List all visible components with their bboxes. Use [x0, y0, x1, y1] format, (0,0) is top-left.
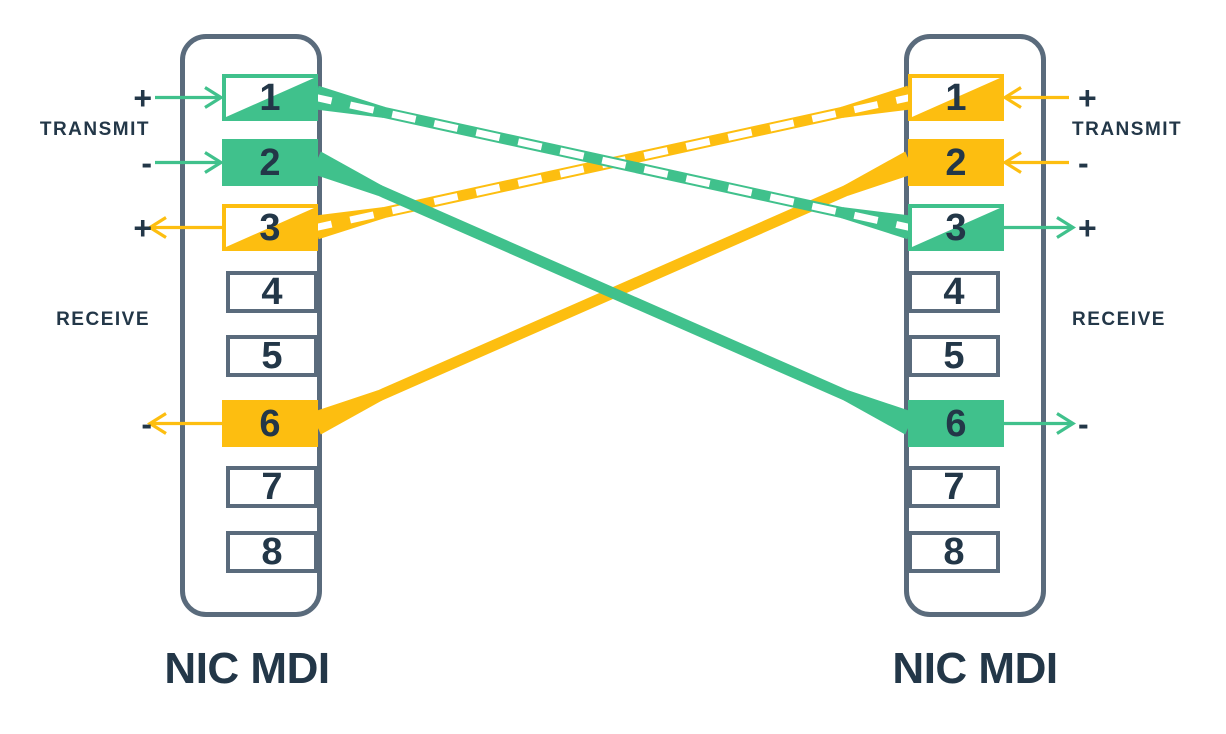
receive-label-right: RECEIVE — [1072, 309, 1166, 330]
pin-left-7: 7 — [226, 466, 318, 508]
pin-number: 6 — [945, 402, 967, 445]
pin-number: 1 — [259, 76, 281, 119]
pin-stripe-triangle — [912, 78, 1000, 117]
pin-number: 5 — [261, 335, 283, 377]
right-pin1-sign: + — [1078, 79, 1097, 116]
transmit-label-right: TRANSMIT — [1072, 119, 1183, 140]
pin-number: 5 — [943, 335, 965, 377]
nic-mdi-connector-right — [904, 34, 1046, 617]
right-pin3-sign: + — [1078, 209, 1097, 246]
connector-title-right: NIC MDI — [892, 644, 1058, 693]
pin-right-2: 2 — [908, 139, 1004, 186]
pin-left-3: 3 — [222, 204, 318, 251]
pin-stripe-triangle — [226, 78, 314, 117]
pin-left-4: 4 — [226, 271, 318, 313]
pin-left-5: 5 — [226, 335, 318, 377]
pin-number: 6 — [259, 402, 281, 445]
pin-right-5: 5 — [908, 335, 1000, 377]
pin-number: 4 — [943, 271, 965, 313]
nic-mdi-connector-left — [180, 34, 322, 617]
pin-number: 8 — [261, 531, 283, 573]
pin-left-1: 1 — [222, 74, 318, 121]
wire-left6-to-right2 — [311, 151, 915, 435]
right-pin6-sign: - — [1078, 405, 1089, 442]
receive-label-left: RECEIVE — [56, 309, 150, 330]
pin-right-7: 7 — [908, 466, 1000, 508]
wire-left1-to-right3 — [313, 85, 913, 240]
connector-title-left: NIC MDI — [164, 644, 330, 693]
pin-right-6: 6 — [908, 400, 1004, 447]
pin-stripe-triangle — [912, 208, 1000, 247]
right-pin2-sign: - — [1078, 144, 1089, 181]
left-pin6-sign: - — [141, 405, 152, 442]
pin-number: 7 — [261, 466, 283, 508]
pin-stripe-triangle — [226, 208, 314, 247]
pin-number: 3 — [259, 206, 281, 249]
pin-number: 2 — [259, 141, 281, 184]
pin-number: 7 — [943, 466, 965, 508]
wire-left2-to-right6 — [311, 151, 915, 435]
pin-number: 3 — [945, 206, 967, 249]
pin-left-8: 8 — [226, 531, 318, 573]
pin-number: 2 — [945, 141, 967, 184]
wire-left3-to-right1 — [313, 85, 913, 240]
pin-right-1: 1 — [908, 74, 1004, 121]
left-pin1-sign: + — [133, 79, 152, 116]
pin-number: 8 — [943, 531, 965, 573]
pin-number: 4 — [261, 271, 283, 313]
pin-right-3: 3 — [908, 204, 1004, 251]
pin-right-8: 8 — [908, 531, 1000, 573]
pin-left-6: 6 — [222, 400, 318, 447]
left-pin2-sign: - — [141, 144, 152, 181]
pin-number: 1 — [945, 76, 967, 119]
left-pin3-sign: + — [133, 209, 152, 246]
transmit-label-left: TRANSMIT — [39, 119, 150, 140]
pin-left-2: 2 — [222, 139, 318, 186]
pin-right-4: 4 — [908, 271, 1000, 313]
